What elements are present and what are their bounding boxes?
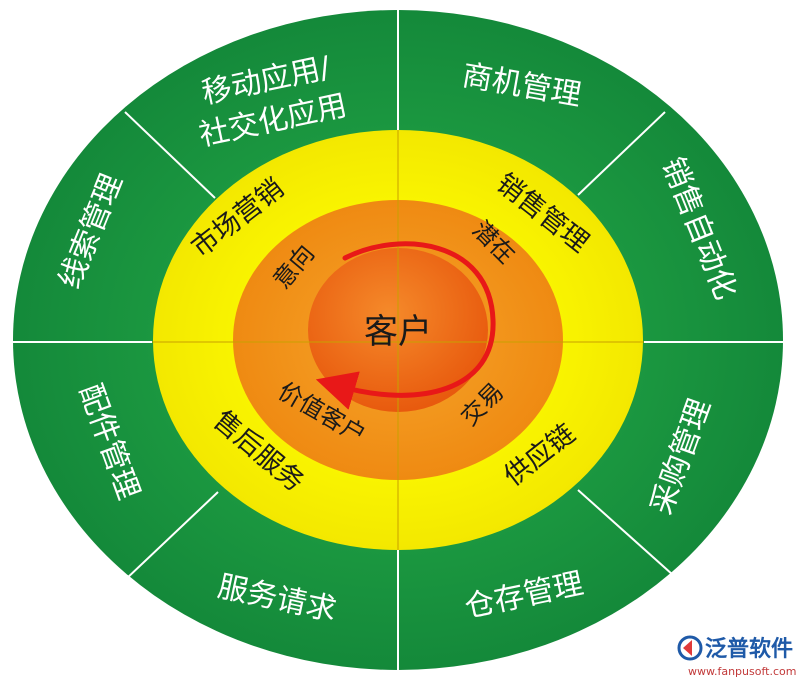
- watermark-logo: 泛普软件 www.fanpusoft.com: [677, 635, 796, 678]
- cycle-arrow: [315, 241, 496, 410]
- brand-logo-icon: [677, 635, 703, 661]
- watermark-url: www.fanpusoft.com: [688, 665, 796, 678]
- divider-lines: [12, 10, 785, 670]
- center-label: 客户: [364, 312, 432, 352]
- watermark-brand: 泛普软件: [705, 636, 793, 662]
